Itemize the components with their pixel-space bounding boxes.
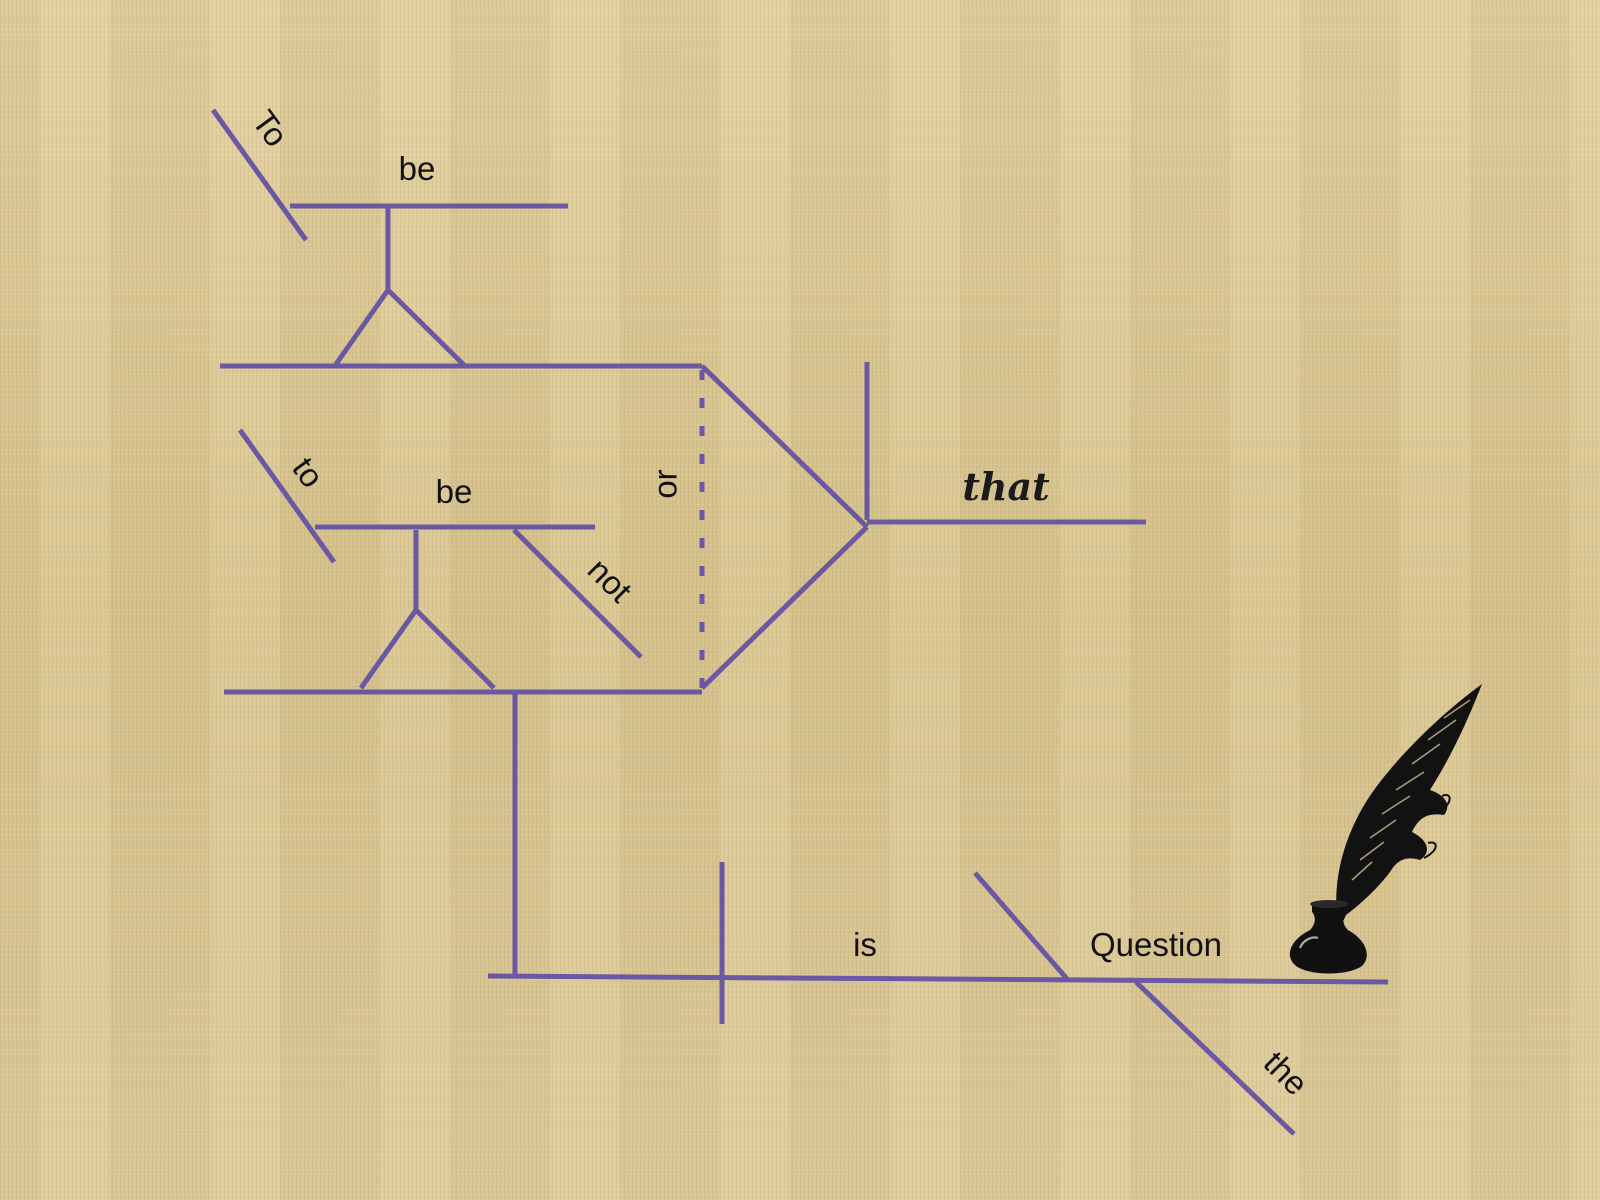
word-question: Question <box>1090 926 1222 963</box>
predicate-nominative-slant <box>973 871 1070 982</box>
word-not: not <box>581 551 640 610</box>
word-to-2: to <box>285 450 331 494</box>
word-or: or <box>647 469 684 498</box>
fork-lower-branch <box>700 525 869 690</box>
quill-feather <box>1336 684 1482 918</box>
quill-and-inkwell-icon <box>1289 684 1482 974</box>
pedestal-leg-left-2 <box>358 608 419 690</box>
main-clause: is Question the <box>487 862 1389 1136</box>
inkwell <box>1289 905 1367 974</box>
modifier-line-the <box>1134 980 1296 1136</box>
inkwell-highlight <box>1298 936 1319 949</box>
pedestal-leg-left-1 <box>331 288 391 369</box>
word-to-1: To <box>245 103 295 153</box>
appositive-that: that <box>864 362 1146 525</box>
fork-upper-branch <box>700 364 869 529</box>
modifier-line-not <box>512 528 643 659</box>
quill-curl-2 <box>1423 841 1437 859</box>
word-that: that <box>962 464 1050 509</box>
pedestal-leg-right-2 <box>414 608 496 690</box>
pedestal-leg-right-1 <box>386 288 468 369</box>
inkwell-rim <box>1310 900 1348 908</box>
main-baseline <box>487 973 1389 985</box>
word-be-1: be <box>399 150 436 187</box>
word-be-2: be <box>436 473 473 510</box>
quill-barbs <box>1351 699 1471 881</box>
word-the: the <box>1257 1044 1316 1103</box>
infinitive-phrase-2: to be not <box>237 428 643 690</box>
modifier-line-to-1 <box>210 108 309 242</box>
quill-curl-1 <box>1439 794 1451 813</box>
conjunction-fork: or <box>647 364 869 690</box>
modifier-line-to-2 <box>237 428 337 564</box>
word-is: is <box>853 926 877 963</box>
infinitive-phrase-1: To be <box>210 103 568 369</box>
